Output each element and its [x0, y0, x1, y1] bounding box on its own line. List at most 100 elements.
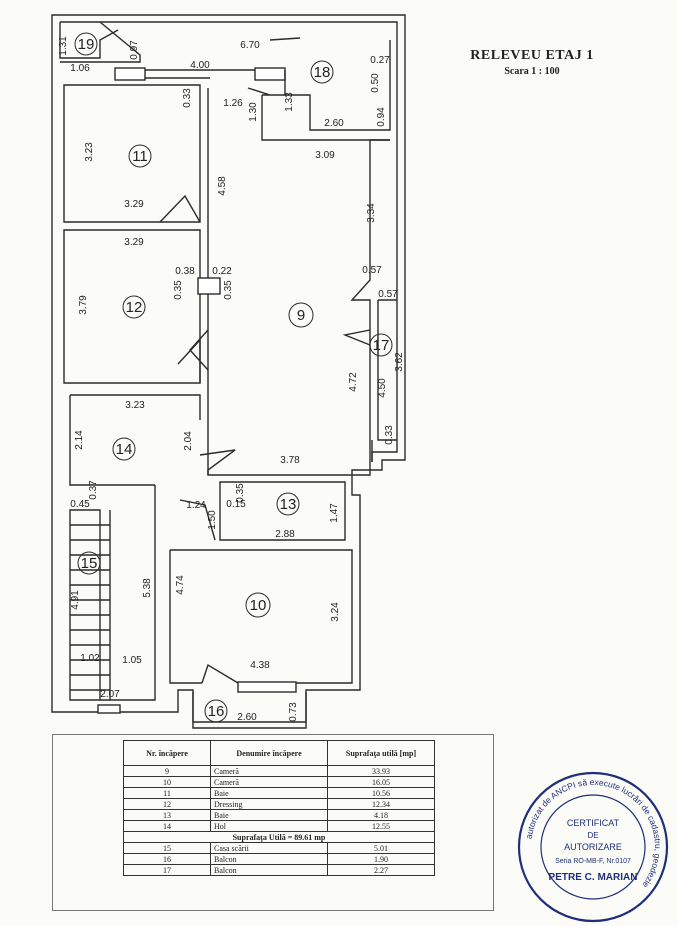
dim-label: 0.35	[223, 280, 234, 300]
dim-label: 1.06	[70, 63, 90, 74]
dim-label: 1.33	[284, 92, 295, 112]
cell-area: 2.27	[327, 864, 435, 876]
dim-label: 2.60	[237, 712, 257, 723]
room-9-door	[189, 329, 209, 371]
table-row: 16 Balcon 1.90	[123, 853, 435, 865]
room-17-door	[342, 329, 371, 346]
room-13-walls	[219, 481, 346, 541]
cell-nr: 9	[123, 765, 211, 777]
dim-label: 3.62	[394, 352, 405, 372]
col-header-name: Denumire încăpere	[210, 740, 328, 766]
cell-nr: 11	[123, 787, 211, 799]
dim-label: 3.09	[315, 150, 335, 161]
cell-nr: 12	[123, 798, 211, 810]
dim-label: 2.04	[183, 431, 194, 451]
dim-label: 3.34	[366, 203, 377, 223]
authorization-stamp: autorizat de ANCPI să execute lucrări de…	[517, 771, 669, 923]
dim-label: 4.72	[348, 372, 359, 392]
dim-label: 3.79	[78, 295, 89, 315]
col-header-area: Suprafaţa utilă [mp]	[327, 740, 435, 766]
dim-label: 4.58	[217, 176, 228, 196]
dim-label: 0.37	[88, 480, 99, 500]
stamp-line: CERTIFICAT	[567, 818, 620, 828]
rooms-table: Nr. încăpere Denumire încăpere Suprafaţa…	[123, 740, 435, 876]
cell-name: Baie	[210, 809, 328, 821]
room-16-walls	[192, 692, 307, 723]
stamp-line: AUTORIZARE	[564, 842, 622, 852]
room-17-walls	[371, 299, 397, 462]
room-18-walls	[247, 37, 391, 131]
stair-steps	[70, 510, 111, 700]
cell-area: 5.01	[327, 842, 435, 854]
inner-outer-wall	[60, 21, 398, 462]
dim-label: 0.57	[362, 265, 382, 276]
pillar	[197, 277, 221, 295]
cell-name: Hol	[210, 820, 328, 832]
cell-area: 1.90	[327, 853, 435, 865]
cell-name: Balcon	[210, 864, 328, 876]
dim-label: 3.29	[124, 199, 144, 210]
stamp-ink: autorizat de ANCPI să execute lucrări de…	[517, 771, 669, 923]
room-15-walls	[69, 485, 156, 701]
cell-name: Baie	[210, 787, 328, 799]
table-row: 13 Baie 4.18	[123, 809, 435, 821]
room-number: 18	[314, 64, 331, 81]
stamp-name: PETRE C. MARIAN	[549, 872, 638, 883]
table-row: 14 Hol 12.55	[123, 820, 435, 832]
cell-name: Cameră	[210, 776, 328, 788]
room-number: 14	[116, 441, 133, 458]
dim-label: 0.27	[370, 55, 390, 66]
room-10-door	[201, 663, 239, 684]
dim-label: 0.50	[370, 73, 381, 93]
plan-scale: Scara 1 : 100	[504, 66, 560, 77]
cell-area: 4.18	[327, 809, 435, 821]
room-labels	[74, 32, 393, 723]
window-room-10	[237, 681, 297, 693]
room-number: 10	[250, 597, 267, 614]
room-number: 19	[78, 36, 95, 53]
table-row: 15 Casa scării 5.01	[123, 842, 435, 854]
dim-label: 0.57	[378, 289, 398, 300]
dim-label: 0.35	[235, 483, 246, 503]
window-top-2	[254, 67, 286, 81]
room-number: 17	[373, 337, 390, 354]
dim-label: 4.38	[250, 660, 270, 671]
dim-label: 1.26	[223, 98, 243, 109]
dim-label: 2.60	[324, 118, 344, 129]
dim-label: 3.23	[125, 400, 145, 411]
dim-label: 1.24	[186, 500, 206, 511]
dim-label: 0.35	[173, 280, 184, 300]
room-number: 13	[280, 496, 297, 513]
room-9-walls	[207, 88, 390, 476]
dim-label: 0.45	[70, 499, 90, 510]
table-row: 12 Dressing 12.34	[123, 798, 435, 810]
stamp-line: DE	[587, 831, 598, 840]
room-18-door	[261, 95, 390, 141]
dim-label: 1.30	[248, 102, 259, 122]
dim-label: 0.73	[288, 702, 299, 722]
dim-label: 4.91	[70, 590, 81, 610]
dim-label: 2.14	[74, 430, 85, 450]
dim-label: 3.78	[280, 455, 300, 466]
dim-label: 0.15	[226, 499, 246, 510]
dim-label: 1.50	[207, 510, 218, 530]
window-stairs	[97, 704, 121, 714]
room-number: 16	[208, 703, 225, 720]
outer-wall	[51, 14, 406, 729]
cell-area: 33.93	[327, 765, 435, 777]
cell-name: Cameră	[210, 765, 328, 777]
room-number: 12	[126, 299, 143, 316]
dim-label: 0.38	[175, 266, 195, 277]
cell-nr: 13	[123, 809, 211, 821]
cell-area: 12.34	[327, 798, 435, 810]
cell-nr: 17	[123, 864, 211, 876]
cell-area: 10.56	[327, 787, 435, 799]
dim-label: 1.02	[80, 653, 100, 664]
dim-label: 3.23	[84, 142, 95, 162]
stamp-line: Seria RO-MB-F, Nr.0107	[555, 858, 631, 865]
dim-label: 3.24	[330, 602, 341, 622]
dim-label: 5.38	[142, 578, 153, 598]
room-12-door	[177, 338, 201, 383]
cell-nr: 15	[123, 842, 211, 854]
cell-area: 12.55	[327, 820, 435, 832]
